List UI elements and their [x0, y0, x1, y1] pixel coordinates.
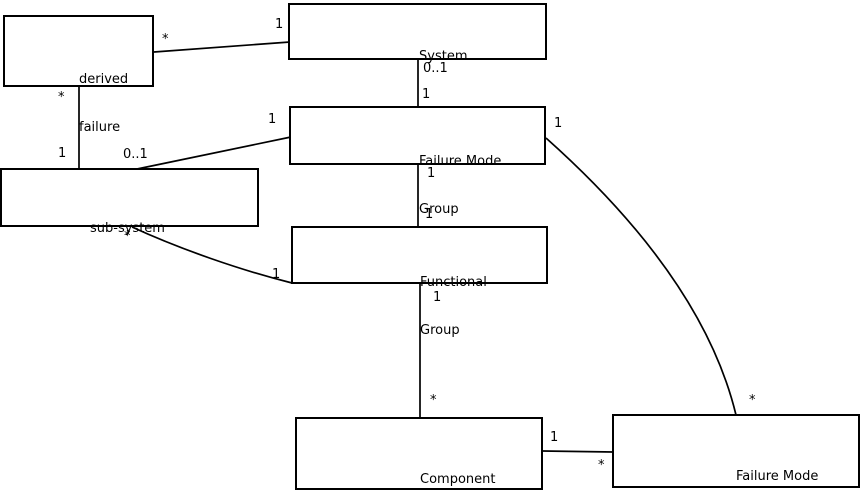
multiplicity-derived-failure-mode-end: *	[58, 90, 65, 105]
class-box-failure-mode-group[interactable]: Failure Mode Group	[289, 106, 546, 217]
edge-failure-mode-group-failure-mode	[545, 137, 737, 416]
label-line: failure	[79, 120, 121, 135]
multiplicity-system-end: 1	[275, 17, 284, 32]
label-line: Group	[419, 202, 459, 217]
edge-failure-mode-group-sub-system	[136, 136, 292, 170]
multiplicity-failure-mode-group-end: 1	[422, 87, 431, 102]
multiplicity-failure-mode-group-end: 1	[554, 116, 563, 131]
class-box-sub-system[interactable]: sub-system	[0, 168, 259, 236]
multiplicity-functional-group-end: 1	[425, 207, 434, 222]
multiplicity-sub-system-end: 1	[58, 146, 67, 161]
class-label-failure-mode-group: Failure Mode Group	[419, 122, 501, 250]
edge-sub-system-functional-group	[131, 226, 293, 284]
multiplicity-functional-group-end: 1	[272, 267, 281, 282]
multiplicity-sub-system-end: 0..1	[123, 147, 148, 162]
class-box-system[interactable]: System	[288, 3, 547, 64]
label-line: Component	[420, 472, 496, 487]
label-line: Failure Mode	[736, 469, 819, 484]
multiplicity-functional-group-end: 1	[433, 290, 442, 305]
class-label-system: System	[419, 17, 467, 97]
label-line: Functional	[420, 275, 487, 290]
multiplicity-system-end: 0..1	[423, 61, 448, 76]
label-line: System	[419, 49, 468, 64]
multiplicity-component-end: *	[430, 393, 437, 408]
multiplicity-failure-mode-group-end: 1	[268, 112, 277, 127]
multiplicity-sub-system-end: *	[124, 229, 131, 244]
class-box-derived-failure-mode[interactable]: derived failure mode	[3, 15, 154, 183]
edge-derived-failure-mode-system	[153, 41, 291, 53]
class-label-component: Component	[420, 440, 495, 493]
multiplicity-failure-mode-end: *	[598, 458, 605, 473]
class-label-failure-mode: Failure Mode	[736, 437, 818, 493]
class-label-functional-group: Functional Group	[420, 243, 487, 371]
class-label-sub-system: sub-system	[90, 189, 165, 269]
multiplicity-failure-mode-end: *	[749, 393, 756, 408]
label-line: derived	[79, 72, 129, 87]
multiplicity-derived-failure-mode-end: *	[162, 32, 169, 47]
label-line: sub-system	[90, 221, 165, 236]
edge-component-failure-mode	[542, 450, 614, 453]
class-box-component[interactable]: Component	[295, 417, 543, 490]
class-box-functional-group[interactable]: Functional Group	[291, 226, 548, 338]
multiplicity-failure-mode-group-end: 1	[427, 166, 436, 181]
class-box-failure-mode[interactable]: Failure Mode	[612, 414, 860, 488]
multiplicity-component-end: 1	[550, 430, 559, 445]
label-line: Group	[420, 323, 460, 338]
label-line: Failure Mode	[419, 154, 502, 169]
